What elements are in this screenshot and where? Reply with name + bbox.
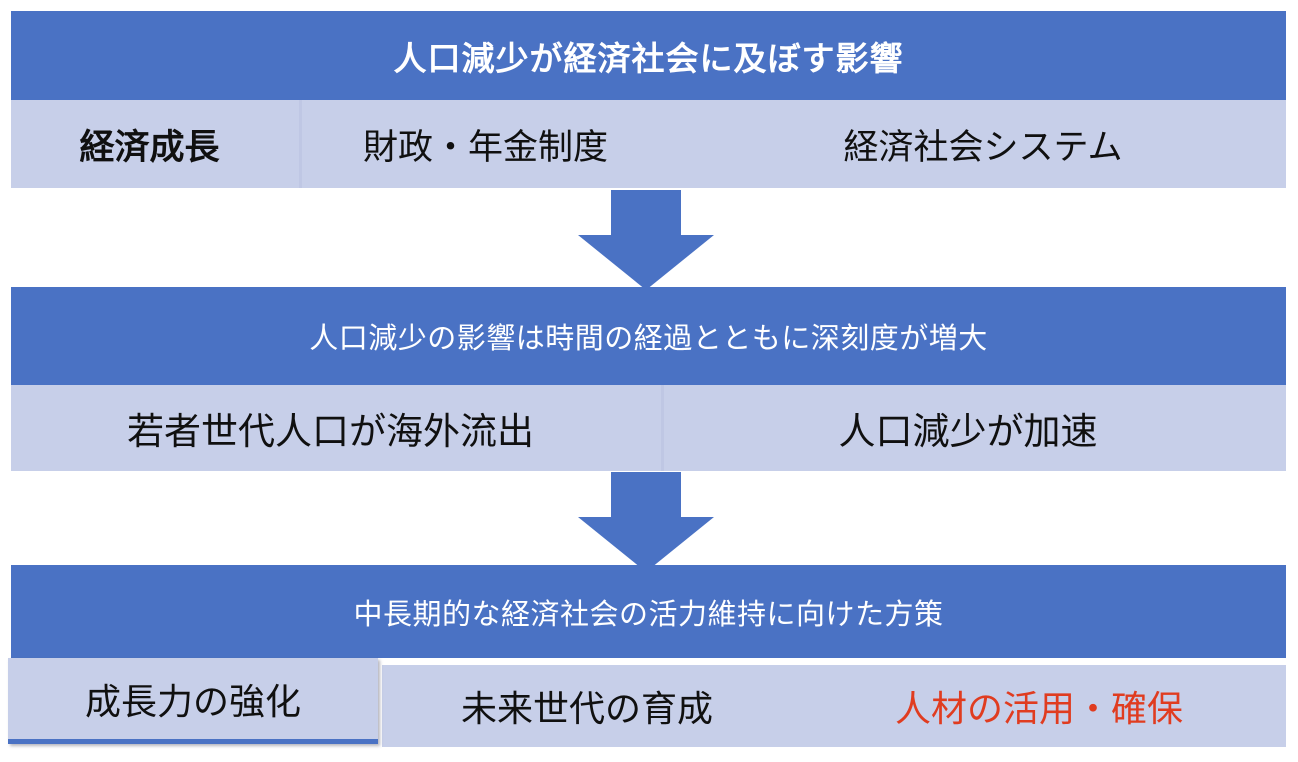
block-3-items-row: 未来世代の育成 人材の活用・確保: [382, 665, 1286, 747]
block-3-item-0-highlighted[interactable]: 成長力の強化: [8, 658, 378, 744]
block-2-divider: [661, 385, 664, 471]
block-2-header: 人口減少の影響は時間の経過とともに深刻度が増大: [11, 287, 1286, 385]
block-3-item-2[interactable]: 人材の活用・確保: [894, 688, 1183, 729]
down-arrow-1-head: [578, 235, 714, 290]
block-1-item-0[interactable]: 経済成長: [79, 127, 220, 167]
down-arrow-2-head: [578, 517, 714, 572]
block-3-header: 中長期的な経済社会の活力維持に向けた方策: [11, 565, 1286, 658]
block-1-item-1[interactable]: 財政・年金制度: [362, 127, 608, 167]
down-arrow-2-icon: [578, 472, 714, 572]
down-arrow-1-shaft: [611, 190, 681, 235]
block-2-item-1[interactable]: 人口減少が加速: [838, 411, 1098, 452]
block-2-items-row: 若者世代人口が海外流出 人口減少が加速: [11, 385, 1286, 471]
block-1-item-2[interactable]: 経済社会システム: [843, 127, 1123, 167]
down-arrow-1-icon: [578, 190, 714, 290]
block-1-header: 人口減少が経済社会に及ぼす影響: [11, 11, 1286, 100]
block-1-divider: [299, 100, 302, 188]
block-1-items-row: 経済成長 財政・年金制度 経済社会システム: [11, 100, 1286, 188]
down-arrow-2-shaft: [611, 472, 681, 517]
block-2-item-0[interactable]: 若者世代人口が海外流出: [127, 411, 534, 452]
block-3-item-1[interactable]: 未来世代の育成: [460, 688, 713, 729]
